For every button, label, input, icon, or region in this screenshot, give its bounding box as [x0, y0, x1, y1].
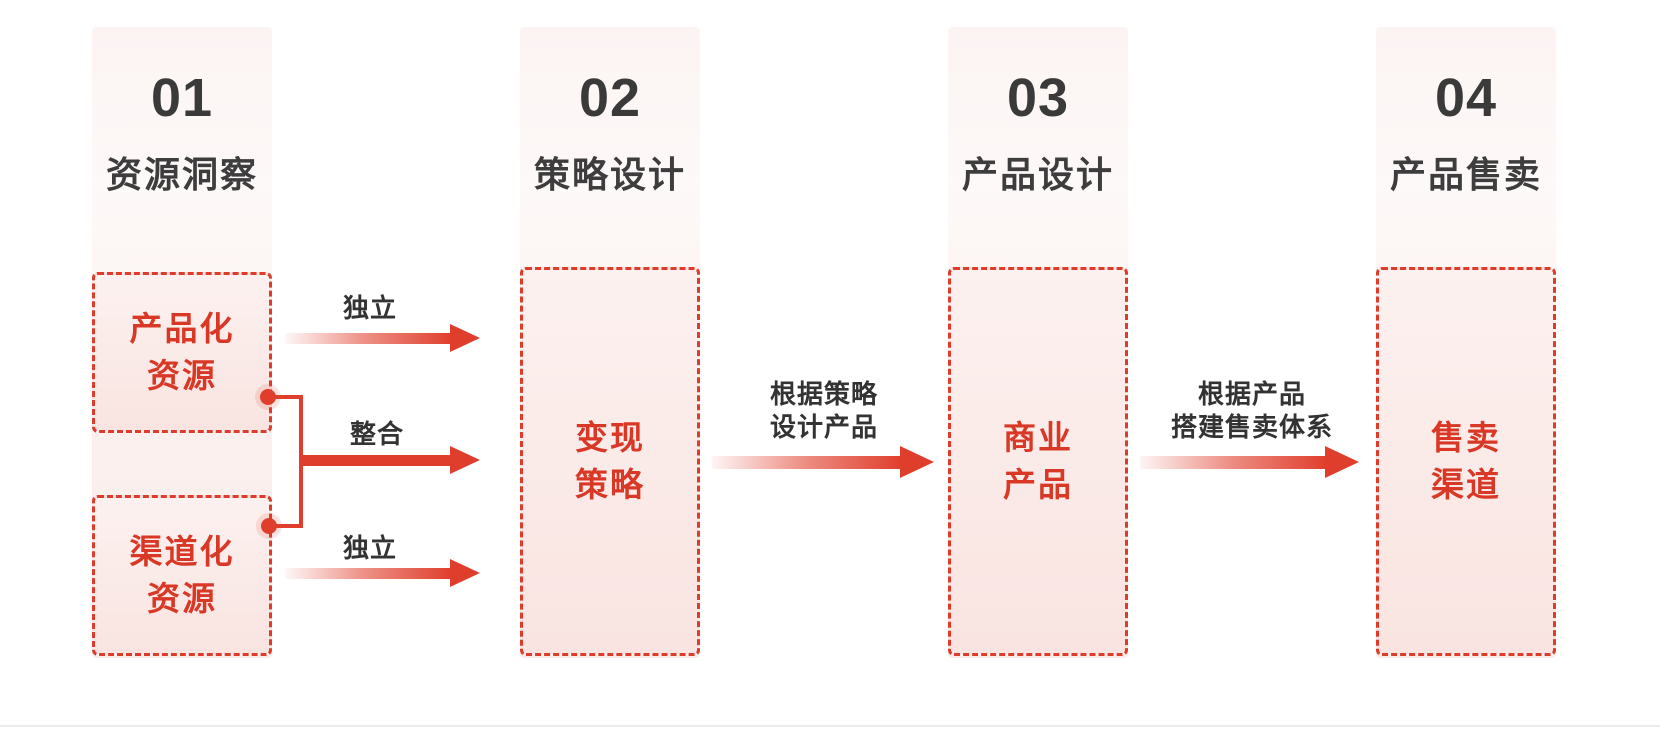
label-merge: 整合 [349, 419, 404, 449]
box-label-line: 资源 [147, 579, 217, 617]
arrow-independent-bottom [285, 568, 452, 579]
box-label-line: 渠道化 [129, 532, 235, 570]
box-commercial-product-label: 商业 产品 [1003, 415, 1073, 509]
box-monetization-strategy: 变现 策略 [520, 267, 700, 656]
label-line: 搭建售卖体系 [1170, 412, 1333, 442]
box-productized-resources: 产品化 资源 [92, 272, 272, 433]
box-sales-channel-label: 售卖 渠道 [1431, 415, 1501, 509]
arrow-product-to-sales [1140, 456, 1327, 469]
box-label-line: 变现 [575, 418, 645, 456]
box-label-line: 渠道 [1431, 465, 1501, 503]
step-number-3: 03 [1006, 68, 1070, 128]
arrowhead-icon [450, 324, 480, 352]
label-strategy-to-product: 根据策略 设计产品 [700, 378, 948, 444]
arrow-merge [301, 455, 452, 466]
label-independent-bottom: 独立 [342, 533, 397, 563]
step-number-1: 01 [150, 68, 214, 128]
step-title-2: 策略设计 [533, 154, 686, 195]
box-monetization-strategy-label: 变现 策略 [575, 415, 645, 509]
label-line: 根据产品 [1197, 379, 1306, 409]
box-sales-channel: 售卖 渠道 [1376, 267, 1556, 656]
bottom-divider [0, 725, 1660, 727]
step-number-4: 04 [1434, 68, 1498, 128]
arrowhead-icon [450, 559, 480, 587]
step-title-3: 产品设计 [961, 154, 1114, 195]
label-independent-top: 独立 [342, 293, 397, 323]
arrowhead-icon [900, 446, 934, 478]
arrowhead-icon [450, 446, 480, 474]
arrowhead-icon [1325, 446, 1359, 478]
step-title-4: 产品售卖 [1389, 154, 1542, 195]
label-product-to-sales: 根据产品 搭建售卖体系 [1128, 378, 1376, 444]
arrow-strategy-to-product [712, 456, 902, 469]
box-channelized-resources-label: 渠道化 资源 [130, 529, 235, 623]
label-line: 根据策略 [769, 379, 878, 409]
box-channelized-resources: 渠道化 资源 [92, 495, 272, 656]
step-title-1: 资源洞察 [105, 154, 258, 195]
label-line: 设计产品 [769, 412, 878, 442]
arrow-independent-top [285, 333, 452, 344]
box-commercial-product: 商业 产品 [948, 267, 1128, 656]
box-label-line: 产品 [1003, 465, 1073, 503]
bracket-line [268, 395, 303, 399]
step-number-2: 02 [578, 68, 642, 128]
box-label-line: 售卖 [1431, 418, 1501, 456]
box-label-line: 产品化 [129, 309, 235, 347]
box-productized-resources-label: 产品化 资源 [130, 306, 235, 400]
box-label-line: 策略 [575, 465, 645, 503]
bracket-line [269, 524, 303, 528]
box-label-line: 商业 [1003, 418, 1073, 456]
box-label-line: 资源 [147, 356, 217, 394]
